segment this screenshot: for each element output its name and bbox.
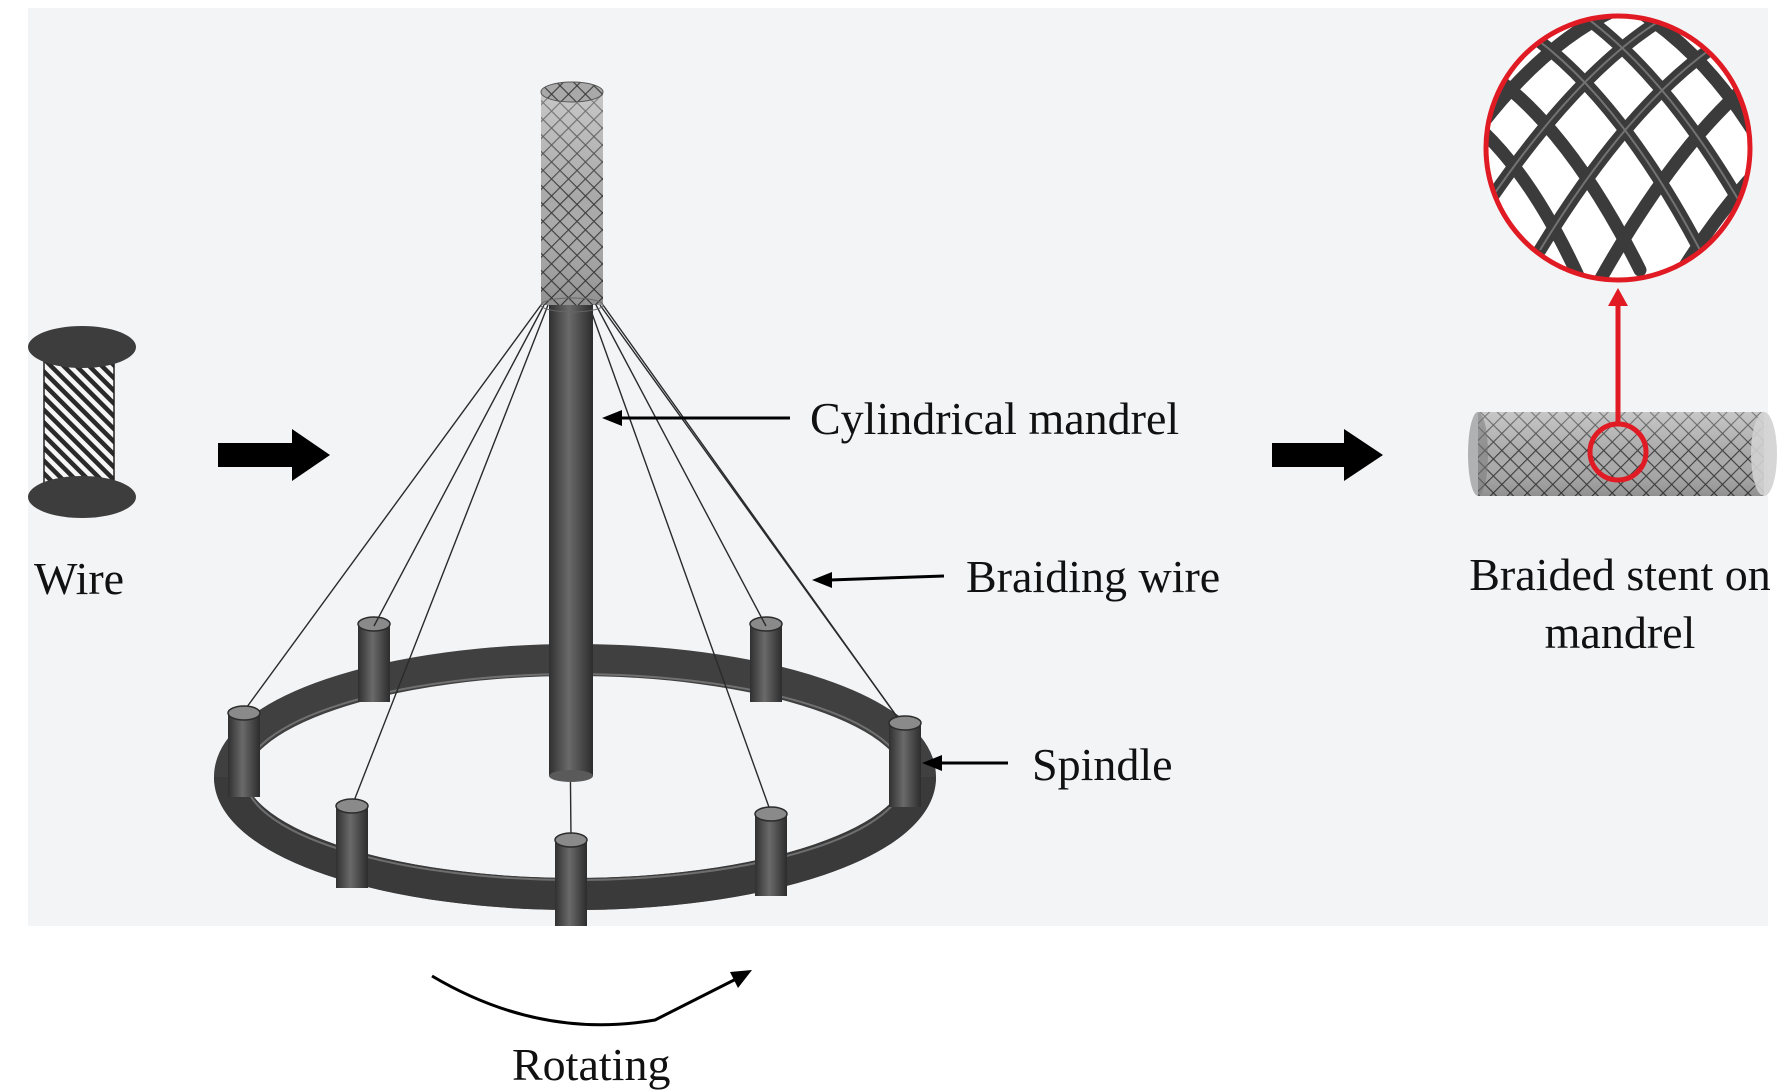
zoom-circle-icon: [1483, 13, 1753, 483]
wire-spool-icon: [28, 326, 136, 518]
spindle: [357, 616, 391, 702]
cylindrical-mandrel-label: Cylindrical mandrel: [810, 393, 1180, 444]
braided-stent-label: Braided stent on mandrel: [1455, 546, 1785, 661]
curved-arrow-icon: [431, 970, 752, 1027]
braiding-wire-label: Braiding wire: [966, 551, 1221, 602]
braided-stent-label-line2: mandrel: [1544, 606, 1696, 658]
right-arrow-icon: [1272, 429, 1383, 481]
mandrel-pointer-arrow: [602, 410, 790, 426]
cylindrical-mandrel: [540, 81, 604, 782]
spindle-label: Spindle: [1032, 739, 1173, 790]
spindle: [754, 806, 788, 896]
spindle: [888, 715, 922, 807]
right-arrow-icon: [218, 429, 330, 481]
spindle: [749, 616, 783, 702]
braiding-wire-pointer-arrow: [812, 572, 945, 588]
braided-stent-label-line1: Braided stent on: [1469, 549, 1771, 600]
spindle: [227, 705, 261, 797]
wire-label: Wire: [34, 553, 125, 604]
braiding-machine: [214, 81, 936, 926]
spindle-pointer-arrow: [922, 755, 1008, 771]
spindle: [554, 832, 588, 926]
rotating-label: Rotating: [512, 1039, 671, 1090]
spindle: [335, 798, 369, 888]
